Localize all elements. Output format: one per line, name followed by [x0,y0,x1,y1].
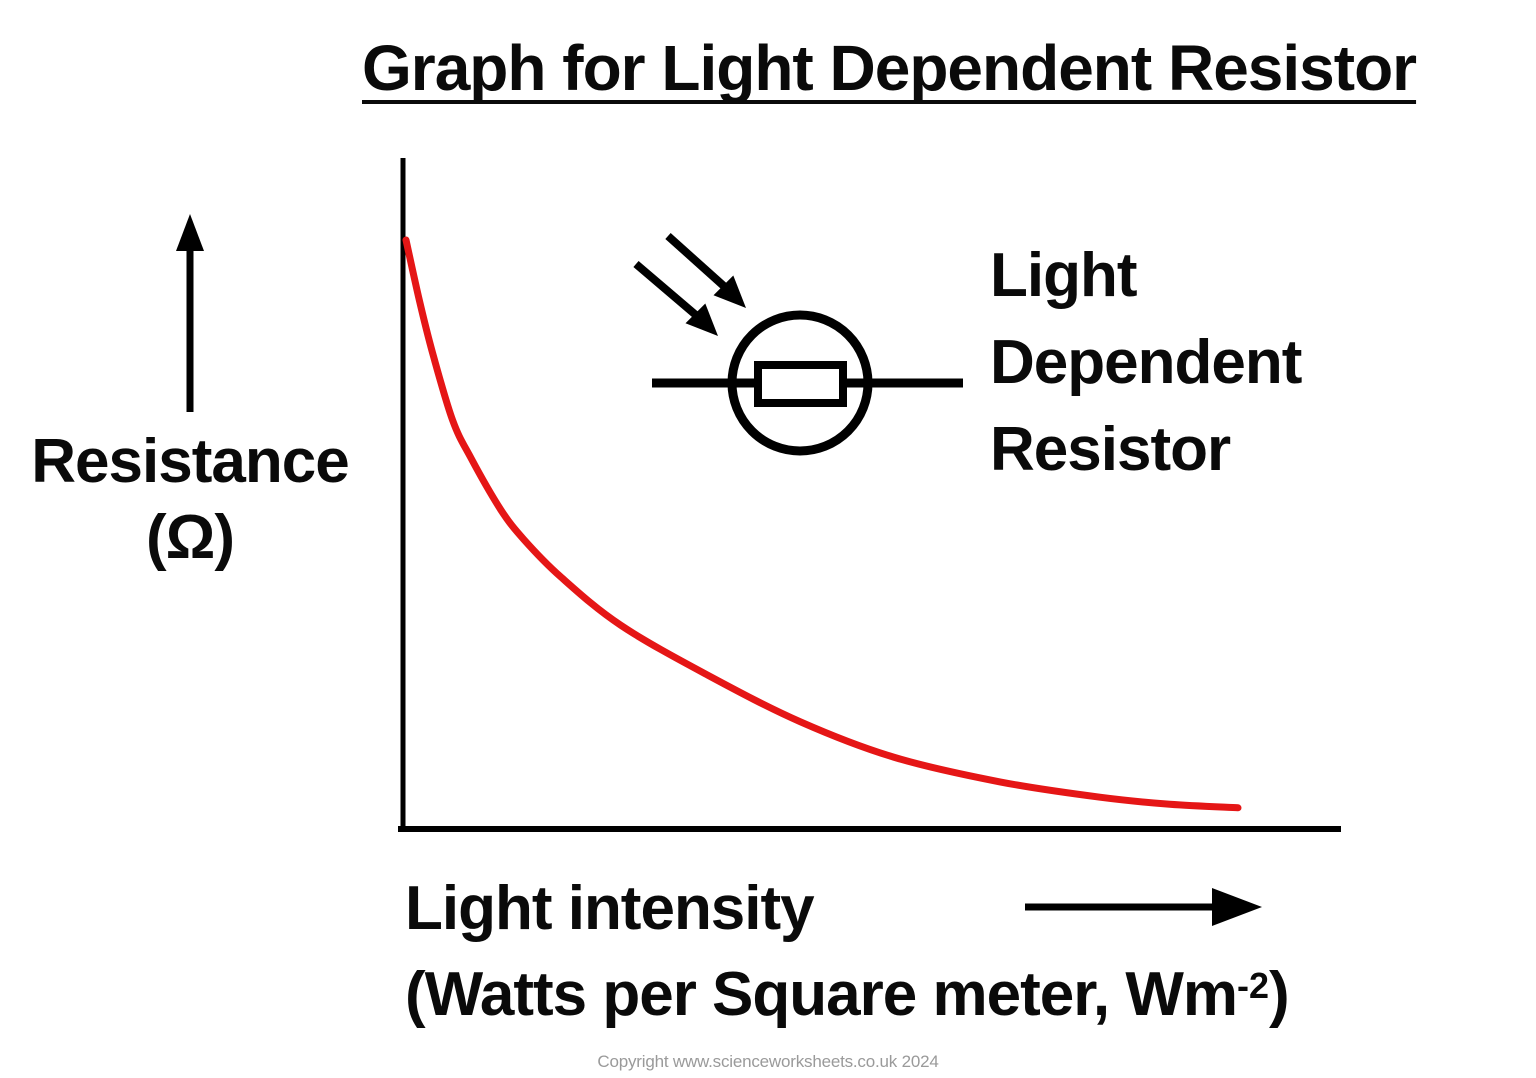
resistance-curve [402,236,1242,812]
light-ray-arrow-icon-2 [633,260,718,336]
ldr-label-line1: Light [990,241,1138,310]
y-axis-label-units: (Ω) [145,503,235,572]
light-ray-arrow-icon-1 [665,233,746,308]
ldr-label-line2: Dependent [990,328,1302,397]
ldr-symbol-label: Light Dependent Resistor [990,232,1302,493]
x-axis-label: Light intensity (Watts per Square meter,… [405,866,1290,1046]
ldr-circle [727,310,873,456]
ldr-label-line3: Resistor [990,415,1231,484]
x-axis-label-line2: (Watts per Square meter, Wm-2) [405,960,1290,1029]
copyright-text: Copyright www.scienceworksheets.co.uk 20… [597,1052,939,1071]
superscript-exponent: -2 [1237,964,1269,1006]
page-title: Graph for Light Dependent Resistor [362,32,1417,104]
ldr-symbol [633,233,963,456]
right-arrow-icon [1025,888,1262,926]
y-axis-label: Resistance (Ω) [18,424,362,576]
y-axis-label-line1: Resistance [31,427,349,496]
x-axis-label-line1: Light intensity [405,874,815,943]
ldr-resistor-rect [754,361,847,407]
up-arrow-icon [176,214,204,412]
